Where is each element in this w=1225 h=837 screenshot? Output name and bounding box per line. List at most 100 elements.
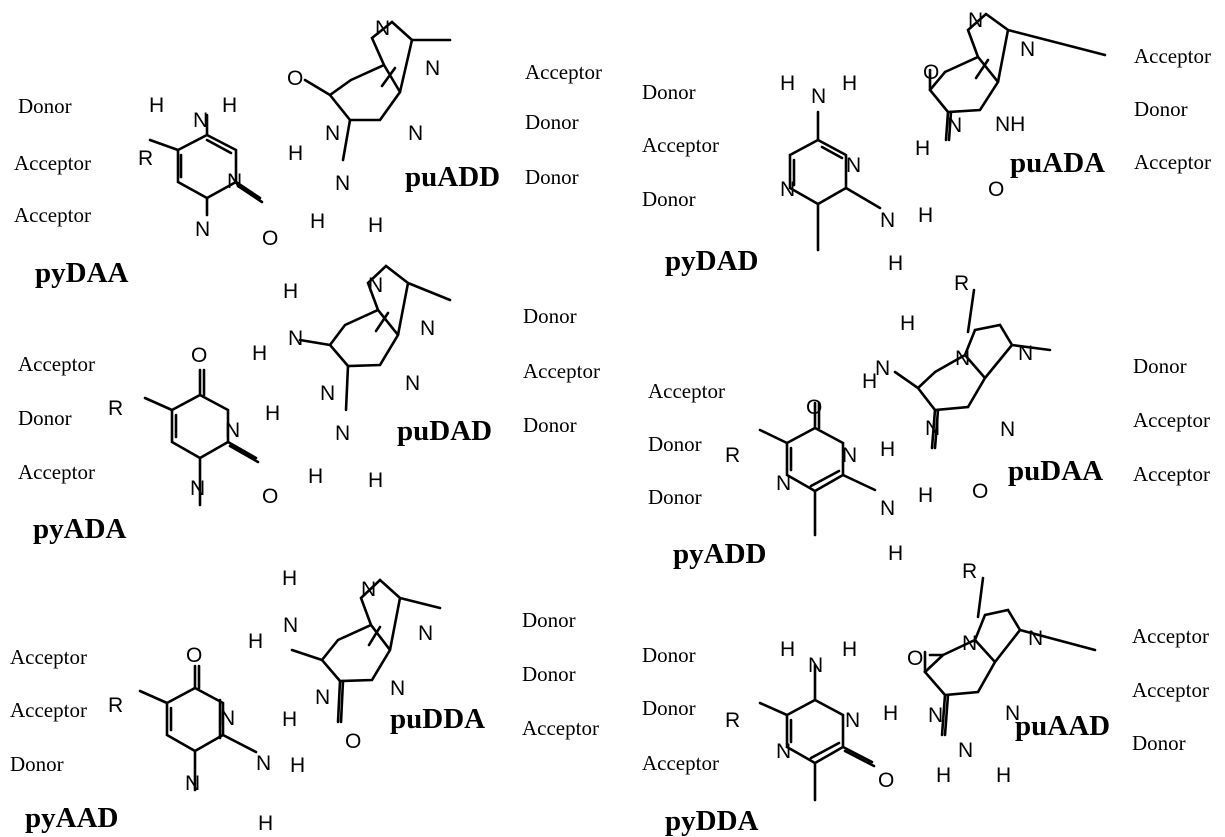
atom-label-h: H (888, 542, 903, 565)
atom-label-n: N (227, 170, 242, 193)
atom-label-n: N (368, 274, 383, 297)
pyrimidine-structure (758, 401, 877, 537)
pyrimidine-name: pyDAD (665, 245, 758, 277)
atom-label-o: O (988, 178, 1004, 201)
atom-label-n: N (842, 444, 857, 467)
atom-label-n: N (408, 122, 423, 145)
atom-label-h: H (996, 764, 1011, 787)
purine-name: puAAD (1015, 710, 1110, 742)
purine-name: puADA (1010, 147, 1105, 179)
role-label: Donor (522, 608, 576, 632)
role-label: Acceptor (523, 359, 600, 383)
atom-label-r: R (725, 444, 740, 467)
pair-pyAAD-puDDA: Acceptor Acceptor Donor Donor Donor Acce… (10, 567, 599, 835)
atom-label-n: N (776, 472, 791, 495)
atom-label-o: O (806, 396, 822, 419)
atom-label-n: N (335, 172, 350, 195)
atom-label-h: H (368, 214, 383, 237)
atom-label-n: N (780, 178, 795, 201)
role-label: Acceptor (1132, 678, 1209, 702)
atom-label-o: O (186, 644, 202, 667)
atom-label-n: N (190, 477, 205, 500)
atom-label-h: H (883, 702, 898, 725)
atom-label-h: H (880, 438, 895, 461)
pair-pyADD-puDAA: Acceptor Donor Donor Donor Acceptor Acce… (648, 272, 1210, 570)
atom-label-n: N (958, 739, 973, 762)
atom-label-r: R (725, 709, 740, 732)
role-label: Donor (642, 643, 696, 667)
role-label: Donor (523, 413, 577, 437)
role-label: Acceptor (525, 60, 602, 84)
atom-label-o: O (972, 480, 988, 503)
role-label: Donor (648, 485, 702, 509)
atom-label-h: H (248, 630, 263, 653)
atom-label-n: N (425, 57, 440, 80)
atom-label-h: H (936, 764, 951, 787)
atom-label-h: H (918, 204, 933, 227)
purine-name: puDAA (1008, 455, 1103, 487)
role-label: Donor (522, 662, 576, 686)
role-label: Acceptor (18, 352, 95, 376)
atom-label-r: R (962, 560, 977, 583)
atom-label-n: N (776, 740, 791, 763)
atom-label-h: H (862, 370, 877, 393)
atom-label-n: N (968, 9, 983, 32)
purine-structure (923, 576, 1097, 737)
role-label: Donor (18, 94, 72, 118)
atom-label-h: H (308, 465, 323, 488)
atom-label-r: R (954, 272, 969, 295)
role-label: Acceptor (1133, 462, 1210, 486)
atom-label-n: N (420, 317, 435, 340)
atom-label-n: N (811, 85, 826, 108)
purine-name: puADD (405, 161, 500, 193)
role-label: Acceptor (1134, 44, 1211, 68)
purine-structure (298, 264, 452, 412)
pair-pyDAA-puADD: Donor Acceptor Acceptor Acceptor Donor D… (14, 17, 602, 289)
atom-label-r: R (108, 694, 123, 717)
atom-label-h: H (222, 94, 237, 117)
atom-label-n: N (375, 17, 390, 40)
atom-label-n: N (962, 632, 977, 655)
atom-label-o: O (345, 730, 361, 753)
role-label: Donor (642, 187, 696, 211)
atom-label-nh: NH (995, 113, 1025, 136)
atom-label-n: N (256, 752, 271, 775)
role-label: Acceptor (1133, 408, 1210, 432)
purine-structure (928, 12, 1107, 142)
atom-label-h: H (283, 280, 298, 303)
atom-label-n: N (846, 154, 861, 177)
pair-pyDDA-puAAD: Donor Donor Acceptor Acceptor Acceptor D… (642, 560, 1209, 837)
role-label: Donor (1134, 97, 1188, 121)
role-label: Donor (642, 80, 696, 104)
atom-label-n: N (925, 417, 940, 440)
atom-label-n: N (1020, 38, 1035, 61)
atom-label-n: N (225, 419, 240, 442)
atom-label-h: H (252, 342, 267, 365)
pair-pyADA-puDAD: Acceptor Donor Acceptor Donor Acceptor D… (18, 264, 600, 545)
pair-pyDAD-puADA: Donor Acceptor Donor Acceptor Donor Acce… (642, 9, 1211, 277)
pyrimidine-structure (788, 110, 882, 252)
purine-structure (893, 288, 1052, 450)
atom-label-r: R (108, 397, 123, 420)
pyrimidine-structure (758, 663, 876, 802)
atom-label-n: N (1000, 418, 1015, 441)
atom-label-n: N (1018, 342, 1033, 365)
pyrimidine-name: pyDDA (665, 805, 759, 837)
atom-label-n: N (880, 497, 895, 520)
atom-label-h: H (888, 252, 903, 275)
atom-label-h: H (290, 754, 305, 777)
role-label: Acceptor (648, 379, 725, 403)
atom-label-n: N (1028, 627, 1043, 650)
atom-label-h: H (780, 638, 795, 661)
pyrimidine-name: pyADD (673, 538, 766, 570)
atom-label-n: N (928, 704, 943, 727)
pyrimidine-name: pyAAD (25, 802, 118, 834)
purine-name: puDAD (397, 415, 492, 447)
atom-label-o: O (907, 647, 923, 670)
role-label: Donor (523, 304, 577, 328)
role-label: Acceptor (10, 698, 87, 722)
atom-label-n: N (220, 707, 235, 730)
atom-label-h: H (265, 402, 280, 425)
atom-label-h: H (368, 469, 383, 492)
